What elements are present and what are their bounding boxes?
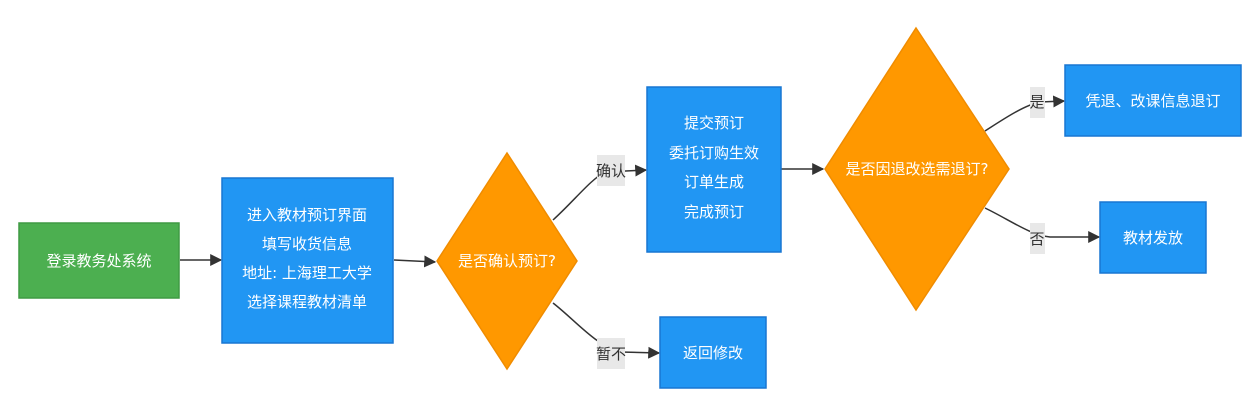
edge-label-pause: 暂不: [596, 338, 626, 369]
node-back: 返回修改: [659, 316, 767, 389]
node-refund-text: 凭退、改课信息退订: [1085, 92, 1220, 110]
node-enter-line-4: 选择课程教材清单: [247, 293, 367, 311]
edge-label-confirm: 确认: [596, 155, 626, 186]
edge-cancelq-refund: [984, 95, 1066, 132]
node-login-text: 登录教务处系统: [46, 252, 151, 270]
node-confirm-decision: 是否确认预订?: [436, 151, 578, 371]
node-confirm-decision-text: 是否确认预订?: [458, 252, 556, 270]
node-submit-line-3: 订单生成: [684, 173, 744, 191]
node-enter-line-3: 地址: 上海理工大学: [242, 264, 372, 282]
node-issue: 教材发放: [1099, 201, 1207, 274]
node-cancel-decision-text: 是否因退改选需退订?: [846, 160, 989, 178]
node-submit-line-2: 委托订购生效: [669, 144, 759, 162]
edge-label-no-text: 否: [1029, 230, 1044, 248]
node-cancel-decision: 是否因退改选需退订?: [824, 26, 1010, 312]
node-issue-text: 教材发放: [1123, 229, 1183, 247]
edge-label-pause-text: 暂不: [596, 345, 626, 363]
edge-cancelq-issue: [984, 207, 1101, 243]
edge-label-confirm-text: 确认: [596, 162, 626, 180]
edge-enter-confirm: [393, 255, 437, 268]
edge-label-yes: 是: [1029, 87, 1045, 118]
node-refund: 凭退、改课信息退订: [1064, 64, 1242, 137]
node-submit-line-1: 提交预订: [684, 114, 744, 132]
edge-label-yes-text: 是: [1029, 93, 1044, 111]
node-submit: 提交预订 委托订购生效 订单生成 完成预订: [646, 86, 782, 253]
edge-label-no: 否: [1029, 223, 1045, 254]
node-login: 登录教务处系统: [18, 222, 180, 299]
node-enter-line-2: 填写收货信息: [262, 235, 352, 253]
node-enter: 进入教材预订界面 填写收货信息 地址: 上海理工大学 选择课程教材清单: [221, 177, 394, 344]
node-submit-line-4: 完成预订: [684, 203, 744, 221]
node-back-text: 返回修改: [683, 344, 743, 362]
node-enter-line-1: 进入教材预订界面: [247, 206, 367, 224]
